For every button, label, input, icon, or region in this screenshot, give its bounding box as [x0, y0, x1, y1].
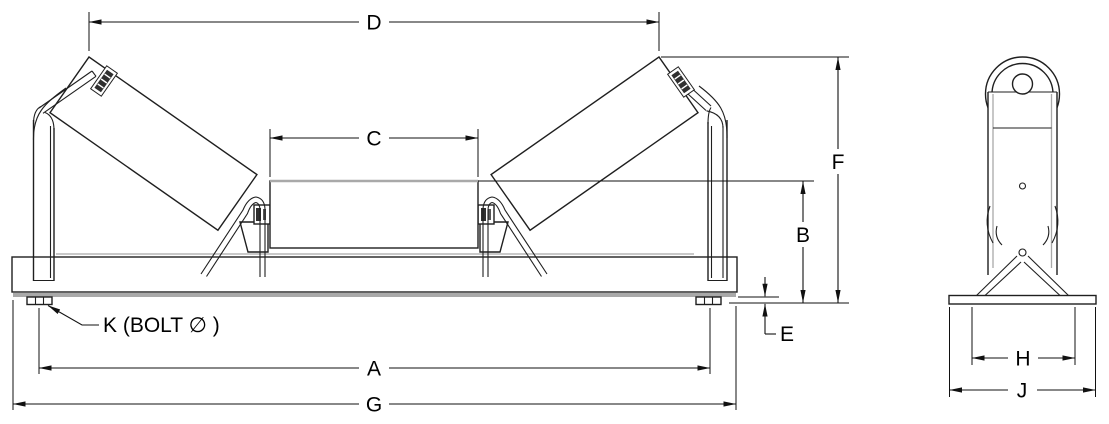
dimension-h: H: [971, 307, 1076, 371]
shaft-clip-right: [666, 66, 696, 98]
dimension-a: A: [38, 308, 711, 381]
dimension-f: F: [661, 56, 852, 303]
dimension-f-label: F: [832, 151, 845, 174]
dimension-g: G: [12, 300, 737, 417]
bolt-callout: K (BOLT ∅ ): [47, 305, 220, 337]
end-bracket-right: [698, 85, 728, 282]
dimension-a-label: A: [367, 358, 381, 381]
bracket-arm-left: [32, 70, 97, 131]
base-channel: [11, 253, 738, 297]
mounting-bolt-right: [695, 296, 722, 306]
side-view: H J: [948, 56, 1097, 403]
dimension-e: E: [729, 277, 849, 346]
retainer-hook-left: [200, 196, 266, 277]
front-view: D C F B E: [11, 10, 852, 417]
dimension-g-label: G: [366, 394, 382, 417]
center-roller: [269, 179, 479, 249]
dimension-b: B: [788, 181, 817, 303]
v-gusset: [976, 248, 1069, 296]
base-plate: [948, 294, 1097, 305]
wing-roller-left: [49, 56, 258, 232]
dimension-d: D: [88, 10, 660, 51]
mounting-bolt-left: [26, 296, 53, 306]
dimension-c: C: [269, 126, 479, 177]
dimension-j: J: [949, 307, 1096, 403]
shaft-clip-left: [89, 65, 119, 97]
center-stand: [239, 204, 509, 253]
dimension-j-label: J: [1017, 380, 1028, 403]
end-bracket-left: [32, 87, 67, 282]
bolt-callout-label: K (BOLT ∅ ): [103, 314, 220, 337]
dimension-d-label: D: [366, 12, 381, 35]
retainer-hook-right: [482, 196, 548, 277]
dimension-b-label: B: [796, 224, 810, 247]
dimension-c-label: C: [366, 128, 381, 151]
wing-roller-right: [490, 56, 699, 232]
dimension-h-label: H: [1015, 348, 1030, 371]
dimension-e-label: E: [780, 323, 794, 346]
bracket-column: [986, 73, 1059, 275]
